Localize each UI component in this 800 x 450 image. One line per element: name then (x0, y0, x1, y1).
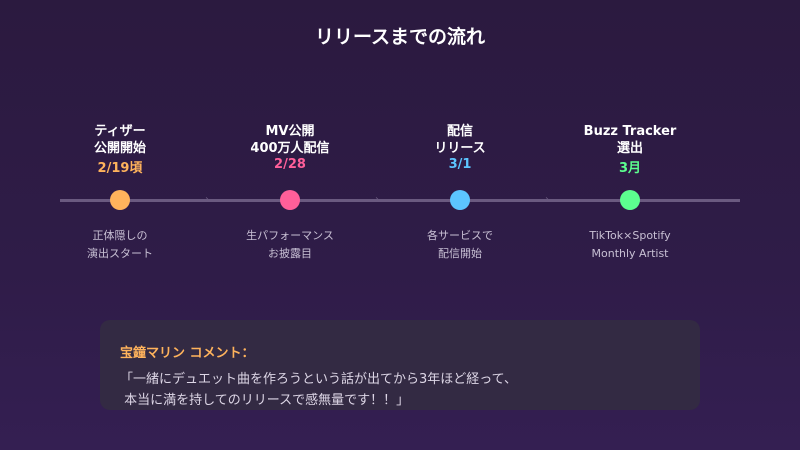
comment-text: 「一緒にデュエット曲を作ろうという話が出てから3年ほど経って、 本当に満を持して… (120, 372, 517, 408)
milestone-description: 生パフォーマンスお披露目 (246, 229, 334, 260)
arrow-icon: › (545, 194, 549, 205)
comment-author: 宝鐘マリン コメント： (120, 346, 255, 361)
comment-box: 宝鐘マリン コメント： 「一緒にデュエット曲を作ろうという話が出てから3年ほど経… (100, 320, 700, 410)
milestone-date: 2/28 (274, 157, 306, 172)
milestone-description: 各サービスで配信開始 (427, 229, 493, 260)
milestone-description: 正体隠しの演出スタート (87, 229, 153, 260)
page-title: リリースまでの流れ (314, 26, 486, 48)
timeline-line (60, 199, 740, 202)
milestone-dot (620, 190, 640, 210)
milestone-dot (280, 190, 300, 210)
milestone-date: 3月 (618, 161, 642, 176)
milestone-title: 配信リリース (434, 124, 486, 156)
arrow-icon: › (205, 194, 209, 205)
arrow-icon: › (375, 194, 379, 205)
milestone-dot (110, 190, 130, 210)
milestone-dot (450, 190, 470, 210)
milestone-title: ティザー公開開始 (93, 124, 146, 156)
milestone-date: 2/19頃 (97, 161, 143, 176)
milestone-date: 3/1 (448, 157, 472, 172)
